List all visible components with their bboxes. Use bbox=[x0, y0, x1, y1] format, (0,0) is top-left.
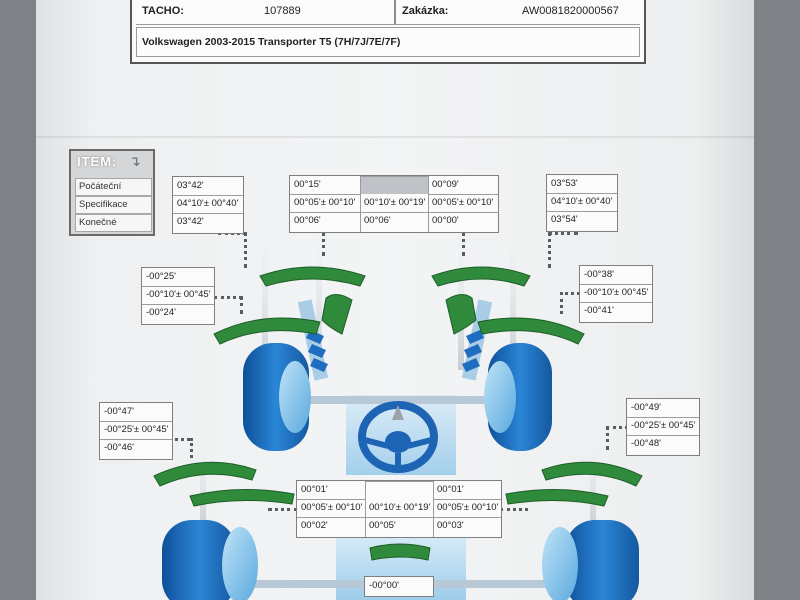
front-toe-box: 00°15' 00°05'± 00°10' 00°06' 00°10'± 00°… bbox=[289, 175, 499, 233]
value-final: 00°03' bbox=[433, 517, 501, 535]
front-right-caster-arc bbox=[446, 294, 476, 334]
value-thrust: -00°00' bbox=[365, 577, 433, 595]
value-initial: 00°09' bbox=[428, 176, 498, 195]
leader-line bbox=[606, 426, 609, 450]
value-spec: 00°10'± 00°19' bbox=[360, 194, 428, 213]
rear-toe-box: 00°01' 00°05'± 00°10' 00°02' 00°10'± 00°… bbox=[296, 480, 502, 538]
value-spec: 04°10'± 00°40' bbox=[173, 195, 243, 214]
value-initial: -00°25' bbox=[142, 268, 214, 287]
front-left-caster-arc bbox=[322, 294, 352, 334]
leader-line bbox=[214, 296, 242, 299]
value-final: -00°46' bbox=[100, 439, 172, 457]
value-spec: 04°10'± 00°40' bbox=[547, 193, 617, 212]
value-spec: 00°10'± 00°19' bbox=[365, 499, 433, 518]
leader-line bbox=[240, 296, 243, 314]
leader-line bbox=[462, 232, 465, 256]
value-initial: 00°15' bbox=[290, 176, 360, 195]
value-initial bbox=[365, 481, 433, 482]
front-left-camber-box: 03°42' 04°10'± 00°40' 03°42' bbox=[172, 176, 244, 234]
value-final: -00°41' bbox=[580, 302, 652, 320]
value-final: -00°48' bbox=[627, 435, 699, 453]
value-spec: -00°10'± 00°45' bbox=[580, 284, 652, 303]
value-final: 00°02' bbox=[297, 517, 365, 535]
leader-line bbox=[244, 232, 247, 268]
leader-line bbox=[268, 508, 298, 511]
value-final: 00°06' bbox=[360, 212, 428, 230]
leader-line bbox=[560, 292, 580, 295]
value-initial: -00°38' bbox=[580, 266, 652, 285]
front-right-camber-box: 03°53' 04°10'± 00°40' 03°54' bbox=[546, 174, 618, 232]
rear-right-wheel bbox=[542, 520, 639, 600]
value-initial bbox=[360, 176, 428, 177]
value-spec: -00°25'± 00°45' bbox=[100, 421, 172, 440]
value-final: 03°54' bbox=[547, 211, 617, 229]
value-final: 00°00' bbox=[428, 212, 498, 230]
thrust-angle-box: -00°00' bbox=[364, 576, 434, 597]
rear-right-camber-box: -00°49' -00°25'± 00°45' -00°48' bbox=[626, 398, 700, 456]
guide-column bbox=[590, 440, 596, 530]
value-spec: 00°05'± 00°10' bbox=[297, 499, 365, 518]
value-initial: -00°47' bbox=[100, 403, 172, 422]
front-right-caster-box: -00°38' -00°10'± 00°45' -00°41' bbox=[579, 265, 653, 323]
leader-line bbox=[500, 508, 528, 511]
value-spec: 00°05'± 00°10' bbox=[290, 194, 360, 213]
value-spec: -00°10'± 00°45' bbox=[142, 286, 214, 305]
leader-line bbox=[190, 438, 193, 458]
value-initial: 00°01' bbox=[297, 481, 365, 500]
value-initial: 03°53' bbox=[547, 175, 617, 194]
value-final: 00°05' bbox=[365, 517, 433, 535]
value-final: 03°42' bbox=[173, 213, 243, 231]
front-right-camber-arc bbox=[478, 318, 584, 344]
value-spec: 00°05'± 00°10' bbox=[433, 499, 501, 518]
rear-left-camber-box: -00°47' -00°25'± 00°45' -00°46' bbox=[99, 402, 173, 460]
guide-column bbox=[200, 440, 206, 530]
value-initial: 03°42' bbox=[173, 177, 243, 196]
leader-line bbox=[322, 232, 325, 256]
value-initial: -00°49' bbox=[627, 399, 699, 418]
rear-left-wheel bbox=[162, 520, 258, 600]
leader-line bbox=[170, 438, 190, 441]
leader-line bbox=[548, 232, 578, 235]
front-arcs bbox=[214, 267, 584, 344]
value-spec: -00°25'± 00°45' bbox=[627, 417, 699, 436]
value-initial: 00°01' bbox=[433, 481, 501, 500]
value-final: 00°06' bbox=[290, 212, 360, 230]
header-shade bbox=[360, 176, 428, 194]
front-left-toe-arc bbox=[260, 267, 365, 286]
value-spec: 00°05'± 00°10' bbox=[428, 194, 498, 213]
leader-line bbox=[606, 426, 628, 429]
front-left-caster-box: -00°25' -00°10'± 00°45' -00°24' bbox=[141, 267, 215, 325]
leader-line bbox=[560, 292, 563, 314]
value-final: -00°24' bbox=[142, 304, 214, 322]
leader-line bbox=[548, 232, 551, 268]
